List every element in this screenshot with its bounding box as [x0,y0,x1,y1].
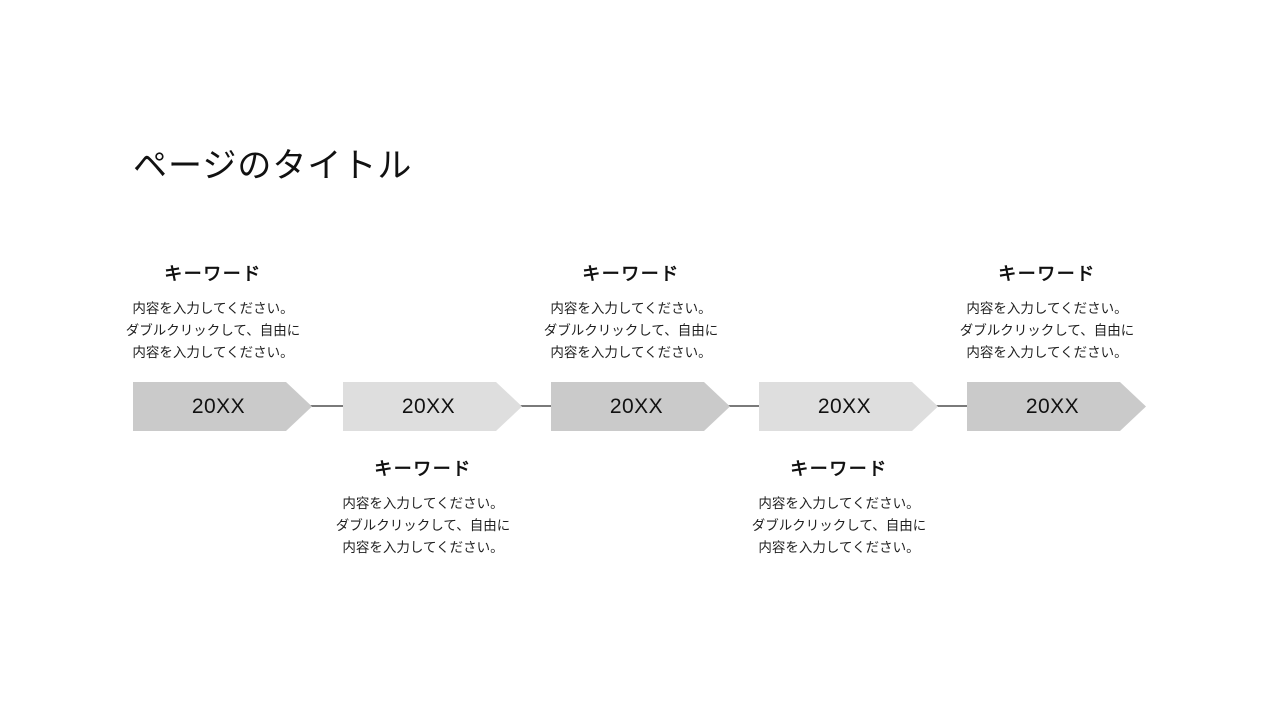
keyword-text-line: ダブルクリックして、自由に [335,518,511,533]
year-label: 20XX [817,394,872,418]
keyword-text-line: 内容を入力してください。 [966,345,1128,360]
timeline-arrow-3[interactable]: 20XX [551,382,730,431]
keyword-block-4[interactable]: キーワード 内容を入力してください。 ダブルクリックして、自由に 内容を入力して… [674,455,1004,559]
timeline-connector [725,405,761,407]
keyword-text-line: 内容を入力してください。 [342,496,504,511]
timeline-arrow-5[interactable]: 20XX [967,382,1146,431]
year-label: 20XX [401,394,456,418]
keyword-heading: キーワード [998,264,1096,284]
keyword-text-line: 内容を入力してください。 [342,540,504,555]
keyword-heading: キーワード [790,459,888,479]
timeline-connector [309,405,345,407]
keyword-block-5[interactable]: キーワード 内容を入力してください。 ダブルクリックして、自由に 内容を入力して… [882,260,1212,364]
timeline-arrow-2[interactable]: 20XX [343,382,522,431]
year-label: 20XX [1025,394,1080,418]
page-title[interactable]: ページのタイトル [133,147,413,185]
keyword-heading: キーワード [582,264,680,284]
keyword-text-line: 内容を入力してください。 [550,301,712,316]
keyword-block-1[interactable]: キーワード 内容を入力してください。 ダブルクリックして、自由に 内容を入力して… [48,260,378,364]
keyword-heading: キーワード [374,459,472,479]
timeline-arrow-4[interactable]: 20XX [759,382,938,431]
keyword-text-line: ダブルクリックして、自由に [959,323,1135,338]
keyword-text-line: 内容を入力してください。 [550,345,712,360]
year-label: 20XX [609,394,664,418]
keyword-block-3[interactable]: キーワード 内容を入力してください。 ダブルクリックして、自由に 内容を入力して… [466,260,796,364]
keyword-text-line: 内容を入力してください。 [758,496,920,511]
keyword-heading: キーワード [164,264,262,284]
year-label: 20XX [191,394,246,418]
keyword-text-line: 内容を入力してください。 [758,540,920,555]
keyword-text-line: ダブルクリックして、自由に [751,518,927,533]
keyword-text-line: ダブルクリックして、自由に [543,323,719,338]
timeline-connector [517,405,553,407]
timeline-connector [933,405,969,407]
keyword-text-line: 内容を入力してください。 [132,301,294,316]
timeline-arrow-1[interactable]: 20XX [133,382,312,431]
keyword-text-line: 内容を入力してください。 [132,345,294,360]
keyword-text-line: ダブルクリックして、自由に [125,323,301,338]
keyword-block-2[interactable]: キーワード 内容を入力してください。 ダブルクリックして、自由に 内容を入力して… [258,455,588,559]
keyword-text-line: 内容を入力してください。 [966,301,1128,316]
